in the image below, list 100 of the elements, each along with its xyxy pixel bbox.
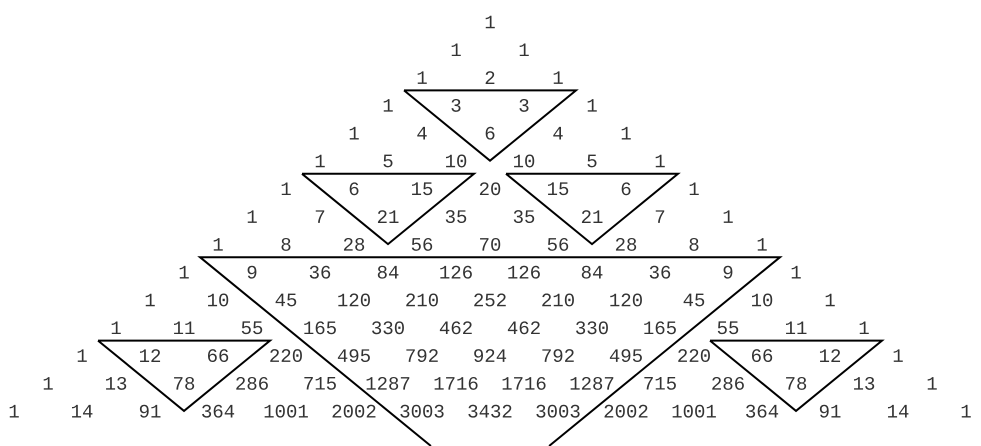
number: 1 <box>656 154 665 168</box>
number: 1 <box>520 44 529 56</box>
number: 1 <box>724 210 733 223</box>
number: 14 <box>888 404 908 418</box>
number: 1 <box>418 71 427 84</box>
number: 1 <box>486 16 495 28</box>
number: 9 <box>248 266 256 279</box>
number: 924 <box>474 349 506 362</box>
number: 78 <box>786 376 806 390</box>
number: 84 <box>378 266 398 279</box>
number: 45 <box>684 294 704 306</box>
number: 21 <box>378 210 398 223</box>
number: 56 <box>548 238 568 251</box>
number: 1716 <box>434 376 478 390</box>
number: 495 <box>610 349 642 362</box>
number: 1 <box>10 404 19 418</box>
number: 715 <box>304 377 336 390</box>
number: 1001 <box>264 404 308 418</box>
number: 462 <box>508 321 540 334</box>
number: 45 <box>276 294 296 306</box>
number: 1 <box>180 266 189 278</box>
number: 1 <box>78 349 87 362</box>
number: 3432 <box>468 404 512 418</box>
number: 1287 <box>570 376 614 390</box>
number: 252 <box>474 294 506 306</box>
number: 1 <box>622 126 631 140</box>
number: 8 <box>690 238 698 251</box>
number: 220 <box>678 349 710 362</box>
number: 84 <box>582 266 602 279</box>
number: 1 <box>248 210 257 223</box>
number: 66 <box>208 349 228 362</box>
number: 10 <box>446 154 466 168</box>
number: 56 <box>412 238 432 251</box>
number: 6 <box>350 182 358 196</box>
number: 28 <box>344 238 364 251</box>
number: 9 <box>724 266 732 279</box>
number: 120 <box>610 294 642 306</box>
number: 286 <box>712 376 744 390</box>
number: 12 <box>140 349 160 362</box>
number: 1 <box>146 294 155 306</box>
number: 1 <box>452 44 461 56</box>
number: 792 <box>542 349 574 362</box>
number: 210 <box>406 294 438 306</box>
number: 462 <box>440 321 472 334</box>
number: 5 <box>384 154 392 168</box>
number: 6 <box>486 126 494 140</box>
number: 15 <box>412 182 432 196</box>
number: 66 <box>752 349 772 362</box>
number: 1716 <box>502 376 546 390</box>
number: 495 <box>338 349 370 362</box>
number: 330 <box>576 321 608 334</box>
number: 3003 <box>400 404 444 418</box>
number: 14 <box>72 404 92 418</box>
number: 10 <box>514 154 534 168</box>
number: 8 <box>282 238 290 251</box>
number: 10 <box>208 294 228 306</box>
number: 1 <box>928 377 937 390</box>
number: 1 <box>384 99 393 112</box>
number: 7 <box>316 210 324 223</box>
number: 1 <box>44 377 53 390</box>
number: 330 <box>372 321 404 334</box>
number: 13 <box>854 376 874 390</box>
number: 210 <box>542 294 574 306</box>
number: 6 <box>622 182 630 196</box>
number: 1 <box>350 126 359 140</box>
number: 91 <box>140 404 160 418</box>
number: 15 <box>548 182 568 196</box>
number: 36 <box>650 266 670 279</box>
number: 1 <box>282 182 291 196</box>
number: 2002 <box>332 404 376 418</box>
number: 21 <box>582 210 602 223</box>
number: 120 <box>338 294 370 306</box>
number: 715 <box>644 377 676 390</box>
number: 3003 <box>536 404 580 418</box>
number: 1001 <box>672 404 716 418</box>
number: 20 <box>480 182 500 196</box>
number: 70 <box>480 238 500 251</box>
number: 4 <box>417 126 427 140</box>
number: 1 <box>894 349 903 362</box>
number: 91 <box>820 404 840 418</box>
number: 3 <box>520 98 528 112</box>
number: 7 <box>656 210 664 223</box>
number: 1 <box>214 238 223 251</box>
number: 165 <box>304 321 336 334</box>
number: 364 <box>202 404 234 418</box>
number: 35 <box>514 210 534 224</box>
number: 11 <box>174 322 194 334</box>
number: 792 <box>406 349 438 362</box>
number: 78 <box>174 376 194 390</box>
number: 5 <box>588 154 596 168</box>
number: 1 <box>316 154 325 168</box>
number: 126 <box>440 266 472 279</box>
number: 35 <box>446 210 466 224</box>
number: 2 <box>486 71 494 84</box>
number: 1 <box>588 99 597 112</box>
number: 1287 <box>366 376 410 390</box>
number: 364 <box>746 404 778 418</box>
number: 165 <box>644 321 676 334</box>
number: 1 <box>690 182 699 196</box>
number: 12 <box>820 349 840 362</box>
